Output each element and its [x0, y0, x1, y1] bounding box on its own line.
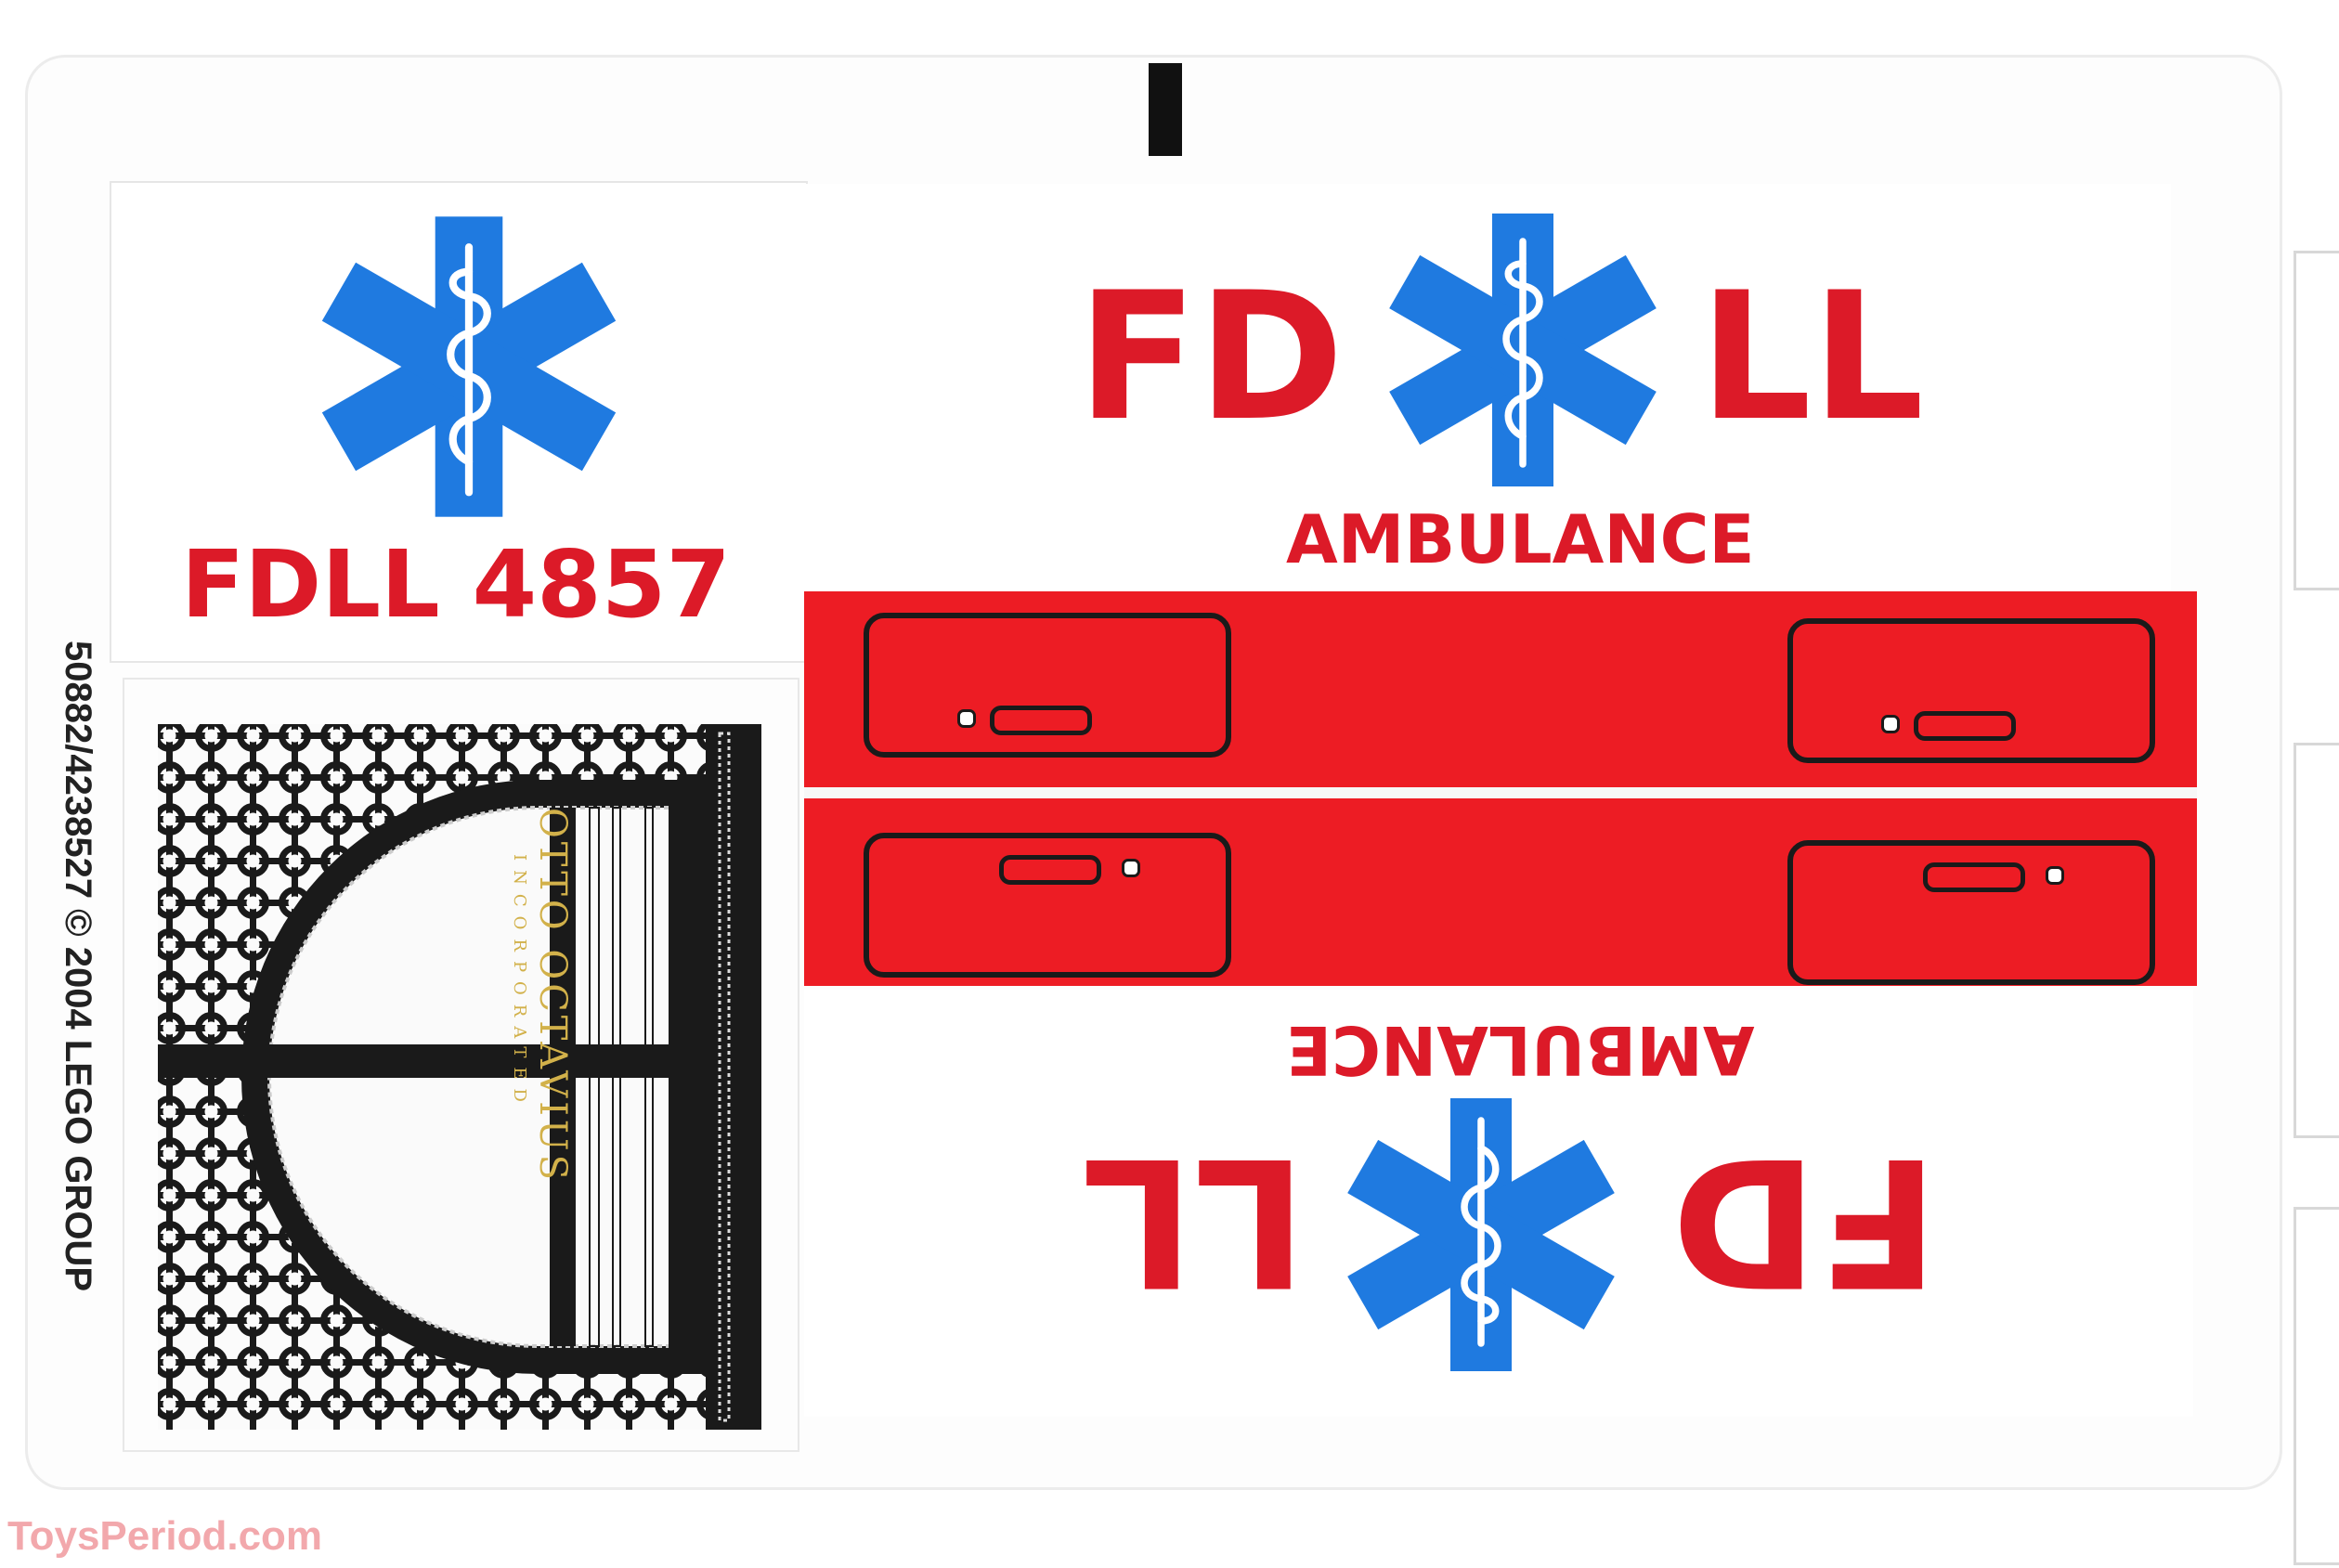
copyright-line: 50882/4238527 © 2004 LEGO GROUP: [58, 641, 98, 1291]
ll-letters-top: LL: [1699, 254, 1925, 460]
door-lock: [957, 709, 976, 728]
ornamental-gate-graphic: [158, 724, 761, 1430]
star-of-life-icon: [1347, 1098, 1615, 1371]
fd-letters-bottom: FD: [1671, 1119, 1939, 1324]
vehicle-code-label: FDLL 4857: [181, 530, 731, 639]
copyright-text: 50882/4238527 © 2004 LEGO GROUP: [56, 641, 111, 1448]
fd-letters-top: FD: [1077, 254, 1345, 460]
ll-letters-bottom: LL: [1082, 1119, 1307, 1324]
gate-sign-main: OTTO OCTAVIUS: [531, 808, 574, 1184]
band-divider: [804, 787, 2197, 798]
neighbor-sheet-edge: [2294, 251, 2339, 590]
watermark: ToysPeriod.com: [7, 1513, 323, 1559]
door-handle: [990, 706, 1092, 735]
door-lock: [1881, 715, 1900, 733]
door-outline: [864, 613, 1231, 758]
ambulance-label-top: AMBULANCE: [1286, 500, 1755, 578]
door-lock: [2046, 866, 2064, 885]
door-outline: [1787, 840, 2155, 985]
gate-sign: OTTO OCTAVIUS INCORPORATED: [510, 808, 585, 1328]
door-lock: [1122, 859, 1140, 877]
door-handle: [1914, 711, 2016, 741]
neighbor-sheet-edge: [2294, 1207, 2339, 1565]
door-handle: [999, 855, 1101, 885]
star-of-life-icon: [321, 216, 617, 517]
ambulance-label-bottom: AMBULANCE: [1286, 1011, 1755, 1089]
gate-sign-sub: INCORPORATED: [510, 854, 529, 1111]
alignment-mark: [1149, 63, 1182, 156]
rod-of-asclepius-icon: [447, 243, 491, 497]
door-outline: [864, 833, 1231, 978]
star-of-life-icon: [1389, 214, 1657, 486]
neighbor-sheet-edge: [2294, 743, 2339, 1138]
door-outline: [1787, 618, 2155, 763]
door-handle: [1923, 862, 2025, 892]
